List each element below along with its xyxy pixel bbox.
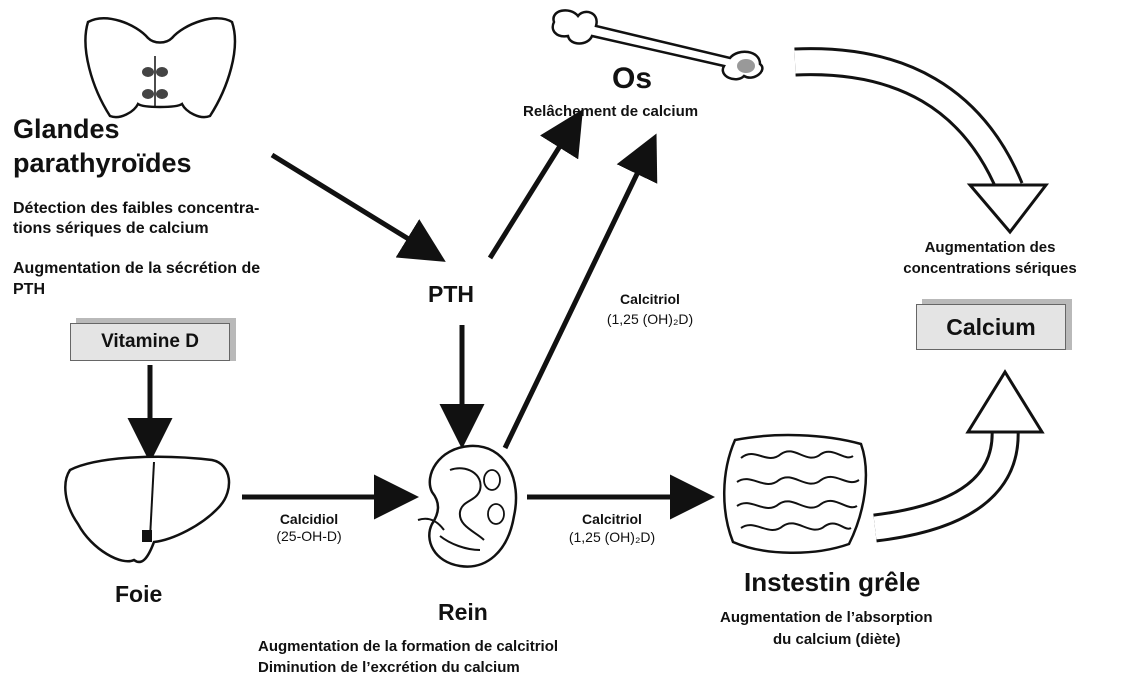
parathyroid-title-line2: parathyroïdes <box>13 148 192 178</box>
kidney-illustration <box>410 440 528 575</box>
curved-arrow-intestine-to-calcium <box>875 372 1042 528</box>
parathyroid-gland-illustration <box>78 8 243 126</box>
parathyroid-desc-line2: tions sériques de calcium <box>13 220 209 238</box>
kidney-desc-line1: Augmentation de la formation de calcitri… <box>258 639 558 656</box>
pth-label: PTH <box>428 282 474 308</box>
parathyroid-desc-line1: Détection des faibles concentra- <box>13 200 259 218</box>
parathyroid-title-line1: Glandes <box>13 114 120 144</box>
parathyroid-desc-line4: PTH <box>13 281 45 299</box>
calcium-label-line2: concentrations sériques <box>870 261 1110 278</box>
small-intestine-illustration <box>715 432 875 558</box>
intestine-desc-line1: Augmentation de l’absorption <box>720 610 933 627</box>
bone-illustration <box>548 4 770 82</box>
bone-desc: Relâchement de calcium <box>523 104 698 121</box>
edge-calcitriol-intestine-line2: (1,25 (OH)₂D) <box>552 530 672 546</box>
liver-illustration <box>62 450 237 570</box>
intestine-title: Instestin grêle <box>744 568 920 597</box>
parathyroid-desc-line3: Augmentation de la sécrétion de <box>13 260 260 278</box>
arrow-parathyroid-to-pth <box>272 155 433 254</box>
calcium-box: Calcium <box>916 304 1066 350</box>
calcium-label-line1: Augmentation des <box>870 240 1110 257</box>
vitamin-d-box: Vitamine D <box>70 323 230 361</box>
intestine-desc-line2: du calcium (diète) <box>773 632 901 649</box>
kidney-desc-line2: Diminution de l’excrétion du calcium <box>258 660 520 677</box>
edge-calcidiol-line2: (25-OH-D) <box>254 529 364 545</box>
edge-calcitriol-bone-line2: (1,25 (OH)₂D) <box>590 312 710 328</box>
bone-title: Os <box>612 62 652 96</box>
edge-calcitriol-intestine-line1: Calcitriol <box>552 512 672 528</box>
arrow-pth-to-bone <box>490 122 575 258</box>
edge-calcitriol-bone-line1: Calcitriol <box>590 292 710 308</box>
edge-calcidiol-line1: Calcidiol <box>254 512 364 528</box>
curved-arrow-bone-to-calcium <box>795 62 1046 232</box>
liver-title: Foie <box>115 582 162 608</box>
kidney-title: Rein <box>438 600 488 626</box>
